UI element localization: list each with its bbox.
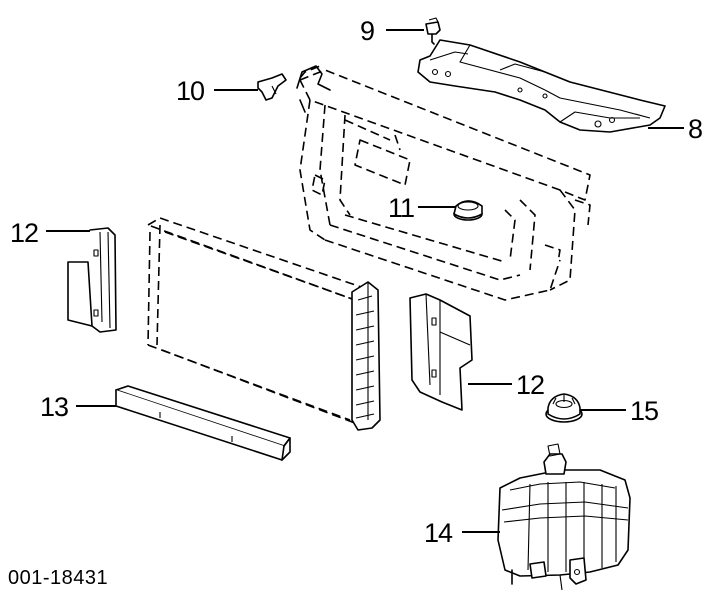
- callout-10: 10: [176, 76, 204, 106]
- radiator-core: [147, 217, 381, 431]
- figure-number: 001-18431: [8, 567, 108, 589]
- part-14-coolant-reservoir: [497, 443, 631, 591]
- part-12-left-air-deflector: [67, 227, 117, 333]
- part-13-lower-seal: [115, 385, 291, 461]
- radiator-support-frame: [296, 65, 591, 301]
- part-8-upper-tie-bar: [417, 39, 666, 133]
- part-10-clip: [257, 73, 287, 101]
- callout-11: 11: [388, 193, 414, 223]
- callout-labels: 9 10 8 11 12 12 13 15 14: [10, 16, 703, 548]
- part-15-pressure-cap: [545, 393, 583, 423]
- callout-8: 8: [688, 114, 702, 144]
- part-12-right-air-deflector: [409, 293, 473, 411]
- callout-15: 15: [630, 396, 658, 426]
- callout-leaders: [46, 29, 684, 533]
- callout-14: 14: [424, 518, 453, 548]
- part-9-fastener: [425, 17, 441, 45]
- callout-12-left: 12: [10, 218, 38, 248]
- part-11-grommet: [453, 200, 483, 221]
- callout-9: 9: [360, 16, 374, 46]
- callout-12-right: 12: [516, 370, 544, 400]
- callout-13: 13: [40, 392, 68, 422]
